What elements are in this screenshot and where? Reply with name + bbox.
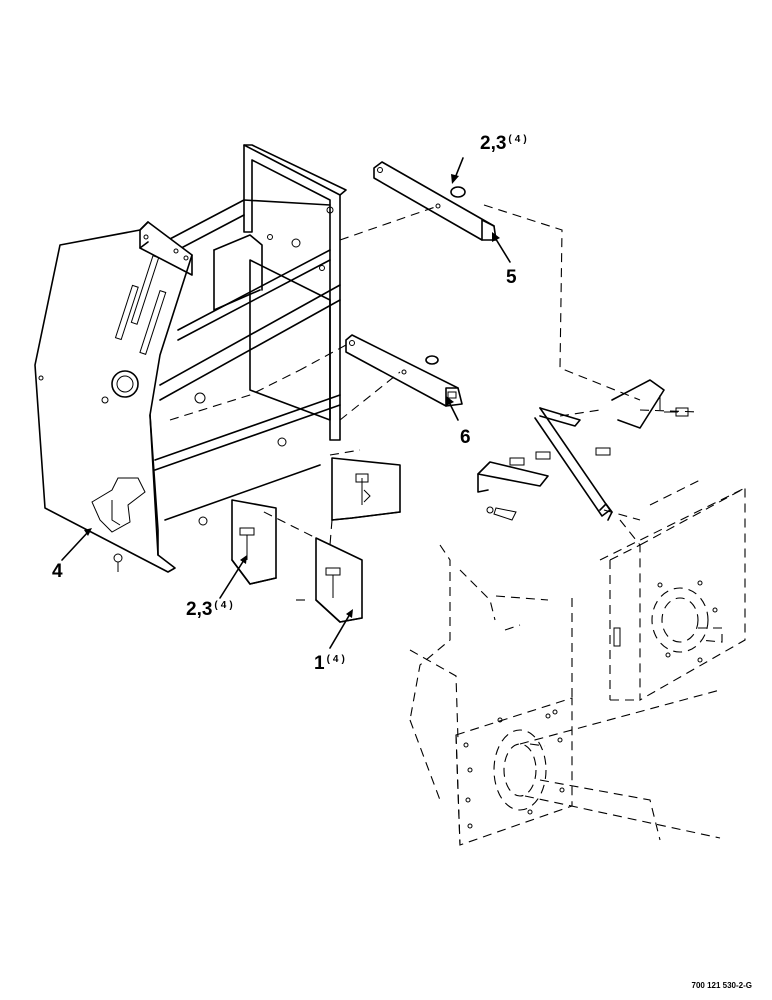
callout-quantity: (4) (326, 653, 348, 665)
callout-1: 1(4) (314, 654, 348, 673)
callout-number: 5 (506, 267, 517, 288)
alignment-lines (299, 205, 701, 521)
callout-number: 4 (52, 561, 63, 582)
callout-number: 2,3 (186, 599, 213, 620)
hub-plate (613, 580, 723, 663)
linkage-assembly (477, 379, 689, 521)
bracket-5 (373, 161, 497, 241)
callout-number: 1 (314, 653, 325, 674)
callout-2-3-top: 2,3(4) (480, 134, 530, 153)
mounting-angle-3 (315, 537, 363, 623)
frame-weldment (154, 144, 347, 521)
reference-structure (169, 204, 746, 841)
callout-2-3-bottom: 2,3(4) (186, 600, 236, 619)
mounting-angle-2 (231, 499, 277, 585)
callout-number: 6 (460, 427, 471, 448)
callout-5: 5 (506, 268, 517, 287)
callout-4: 4 (52, 562, 63, 581)
callout-quantity: (4) (508, 133, 530, 145)
callout-leaders (61, 157, 511, 649)
callout-number: 2,3 (480, 133, 507, 154)
document-number: 700 121 530-2-G (691, 981, 753, 990)
mounting-angle-1 (331, 457, 401, 521)
bracket-6 (345, 334, 463, 407)
side-panel (34, 221, 208, 573)
bearing-plate-and-shaft (455, 689, 721, 846)
callout-6: 6 (460, 428, 471, 447)
callout-quantity: (4) (214, 599, 236, 611)
